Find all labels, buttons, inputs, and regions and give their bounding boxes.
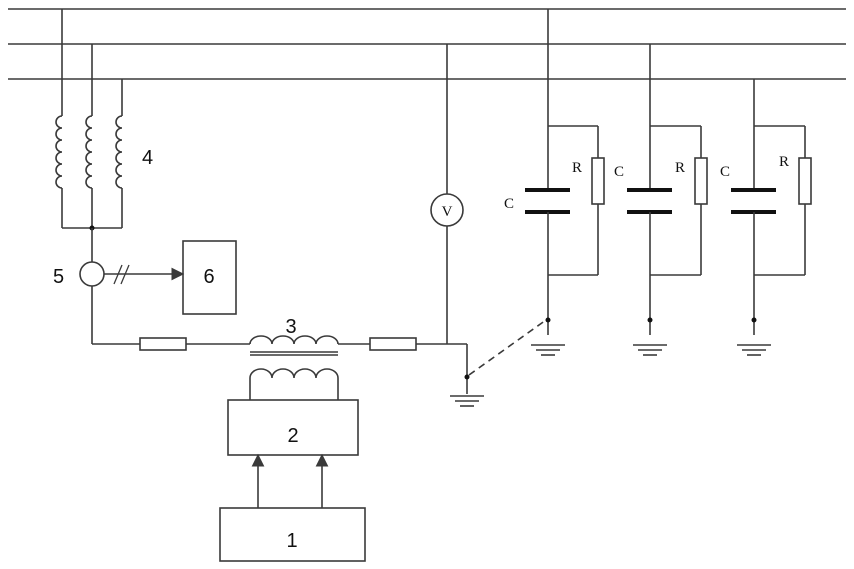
three-phase-busbars <box>8 9 846 79</box>
label-6: 6 <box>203 266 214 288</box>
resistor-a <box>592 158 604 204</box>
label-4: 4 <box>142 147 153 169</box>
label-3: 3 <box>285 316 296 338</box>
winding-coil-a <box>56 116 62 188</box>
winding-coil-c <box>116 116 122 188</box>
resistor-c-label: R <box>779 154 789 170</box>
resistor-b <box>695 158 707 204</box>
phase-a-capacitance-branch <box>525 9 604 355</box>
resistor-a-label: R <box>572 160 582 176</box>
phase-c-capacitance-branch <box>731 79 811 355</box>
capacitor-b-label: C <box>614 164 624 180</box>
switch-pivot-dot <box>465 375 470 380</box>
current-transformer-ct <box>80 262 104 286</box>
phase-b-capacitance-branch <box>627 44 707 355</box>
grounding-transformer-windings <box>56 9 122 231</box>
voltmeter-label: V <box>442 204 453 220</box>
ground-symbol-injection <box>450 396 484 406</box>
label-1: 1 <box>286 530 297 552</box>
resistor-b-label: R <box>675 160 685 176</box>
transformer-3-secondary <box>250 369 338 378</box>
capacitor-c-label: C <box>720 164 730 180</box>
resistor-left <box>140 338 186 350</box>
capacitor-a-label: C <box>504 196 514 212</box>
label-2: 2 <box>287 425 298 447</box>
dashed-switch-link <box>469 320 546 375</box>
resistor-right <box>370 338 416 350</box>
label-5: 5 <box>53 266 64 288</box>
winding-coil-b <box>86 116 92 188</box>
resistor-c <box>799 158 811 204</box>
